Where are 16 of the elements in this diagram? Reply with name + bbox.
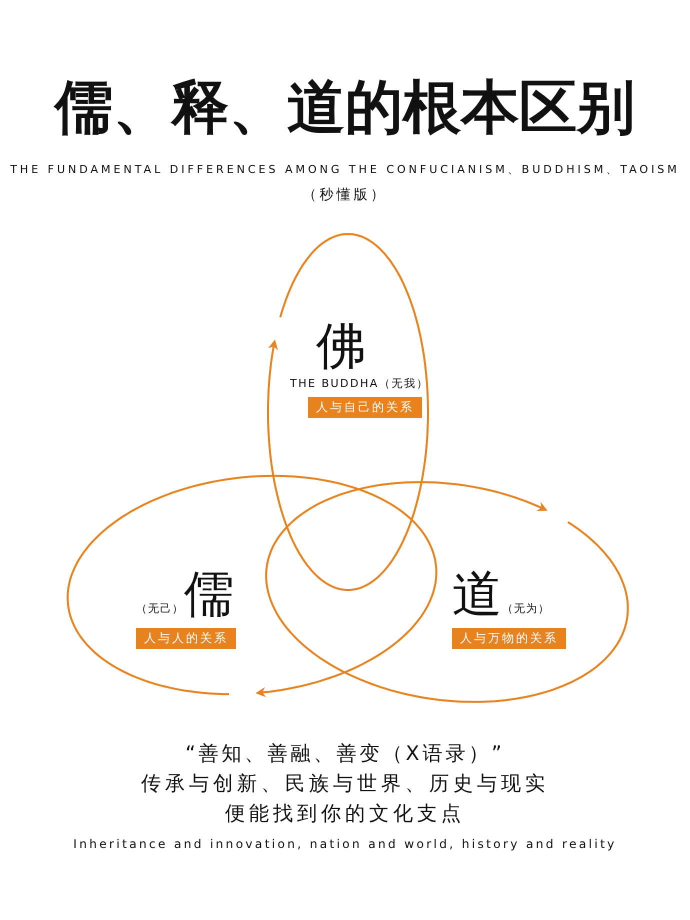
note-label: （无为） (502, 601, 550, 616)
relation-tag: 人与万物的关系 (452, 628, 566, 649)
english-caption: Inheritance and innovation, nation and world, history and reality (72, 837, 618, 851)
quote-line: “善知、善融、善变（X语录）” (184, 740, 506, 767)
relation-tag: 人与人的关系 (136, 628, 236, 649)
quote-line: 便能找到你的文化支点 (224, 800, 466, 827)
subtitle: THE FUNDAMENTAL DIFFERENCES AMONG THE CONFUCIANISM、BUDDHISM、TAOISM (9, 162, 681, 177)
english-label: THE BUDDHA（无我） (290, 376, 429, 391)
large-character: 儒 (184, 566, 234, 622)
quote-line: 传承与创新、民族与世界、历史与现实 (140, 770, 550, 797)
note-label: （无己） (136, 601, 184, 616)
title: 儒、释、道的根本区别 (52, 72, 636, 142)
large-character: 佛 (316, 318, 366, 374)
large-character: 道 (452, 566, 502, 622)
subtitle-note: （秒懂版） (302, 186, 388, 204)
relation-tag: 人与自己的关系 (308, 397, 422, 418)
